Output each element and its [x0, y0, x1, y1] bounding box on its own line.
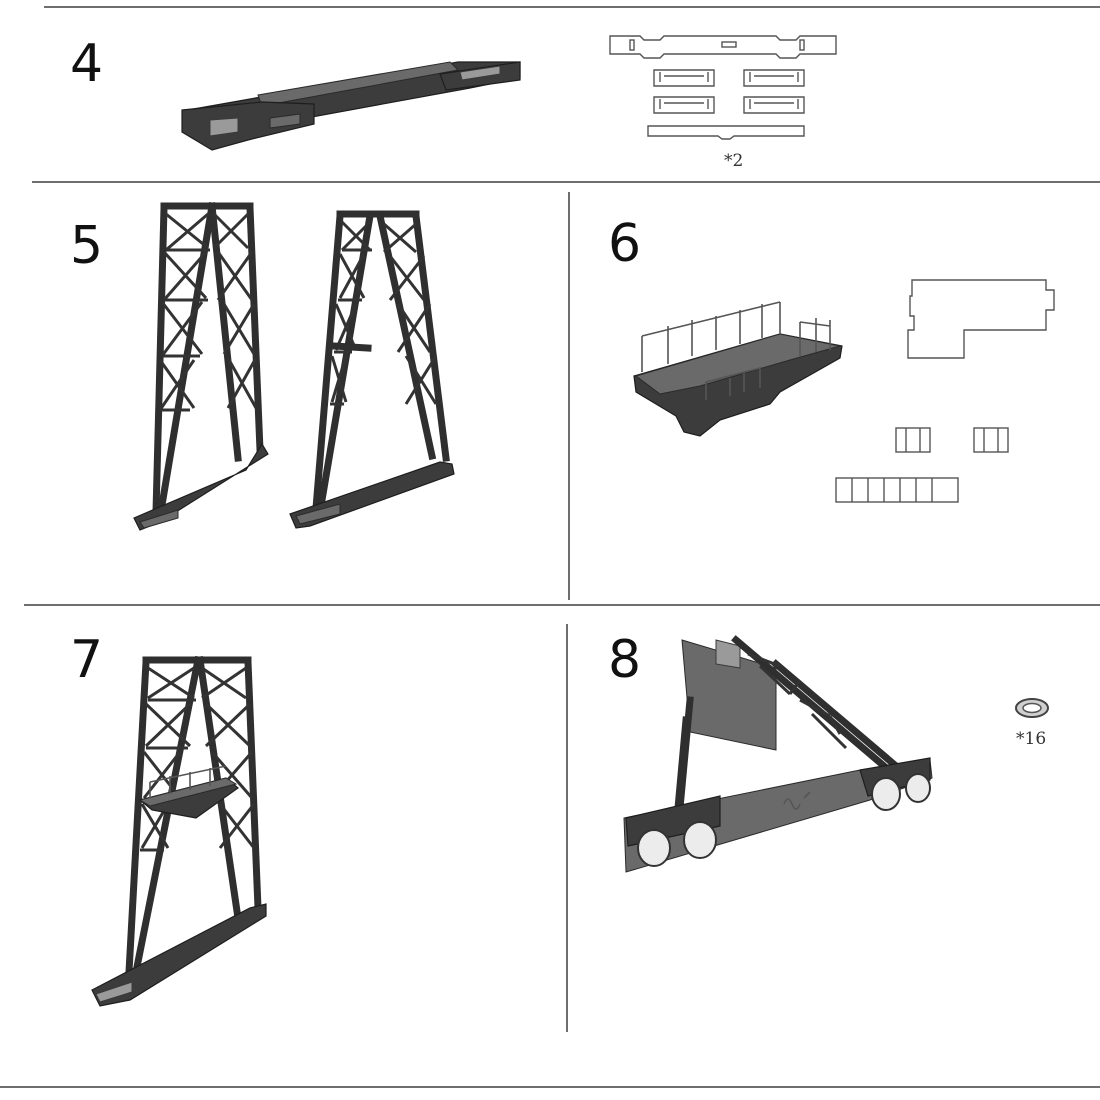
top-rule	[44, 6, 1100, 8]
step-number-4: 4	[70, 34, 104, 94]
rule-below-step-4	[32, 181, 1100, 183]
step-number-6: 6	[608, 214, 642, 274]
bottom-rule	[0, 1086, 1100, 1088]
quantity-label-step-4: *2	[724, 151, 744, 171]
quantity-label-step-8: *16	[1016, 729, 1047, 749]
rule-below-steps-5-6	[24, 604, 1100, 606]
step-number-5: 5	[70, 216, 104, 276]
step-number-7: 7	[70, 630, 104, 690]
divider-steps-7-8	[566, 624, 568, 1032]
step-number-8: 8	[608, 630, 642, 690]
divider-steps-5-6	[568, 192, 570, 600]
